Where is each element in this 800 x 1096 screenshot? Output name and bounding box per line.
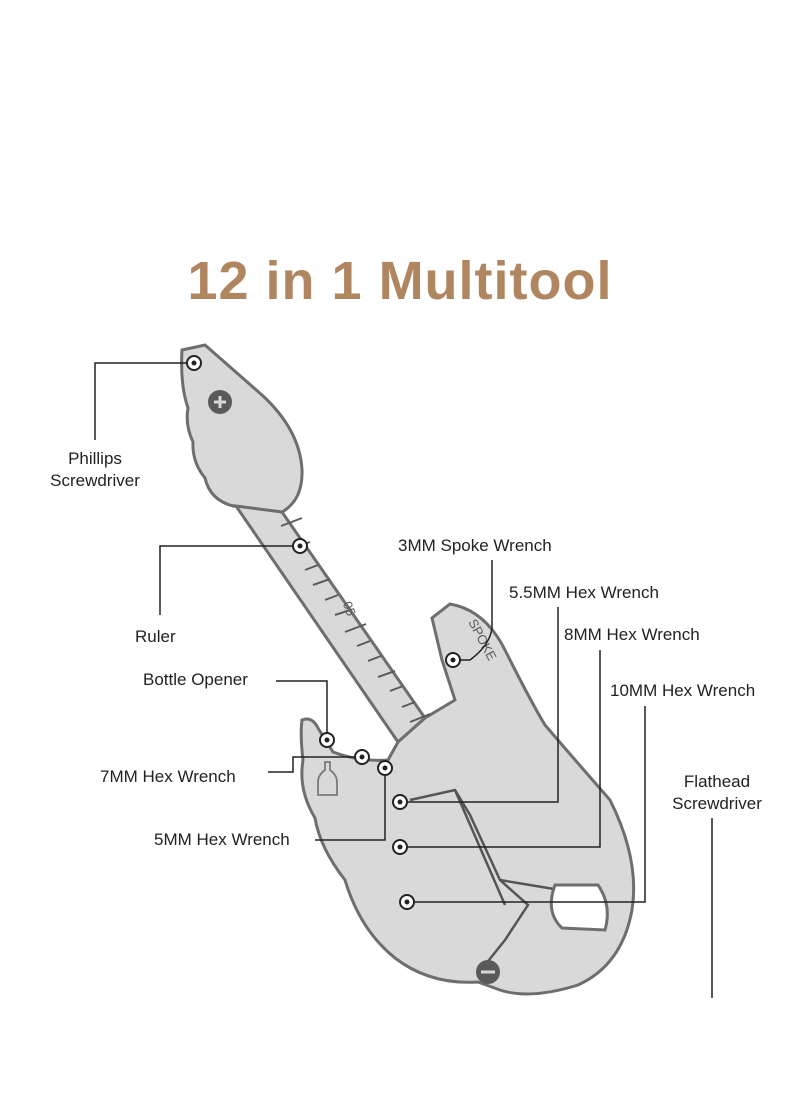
label-flathead-screwdriver: Flathead Screwdriver	[652, 771, 782, 815]
marker-phillips	[186, 355, 202, 371]
marker-5-5mm	[392, 794, 408, 810]
label-phillips-line2: Screwdriver	[50, 471, 140, 490]
leader-phillips	[94, 362, 189, 440]
label-phillips-line1: Phillips	[68, 449, 122, 468]
leader-8mm	[400, 650, 601, 848]
marker-10mm	[399, 894, 415, 910]
leader-lines	[94, 362, 713, 998]
label-5-5mm-hex-wrench: 5.5MM Hex Wrench	[509, 583, 659, 602]
marker-ruler	[292, 538, 308, 554]
phillips-screw-head	[208, 390, 232, 414]
marker-8mm	[392, 839, 408, 855]
leader-3mm-spoke	[453, 560, 493, 661]
marker-5mm	[377, 760, 393, 776]
leader-5mm	[315, 775, 386, 841]
label-phillips-screwdriver: Phillips Screwdriver	[30, 448, 160, 492]
leader-10mm	[407, 706, 646, 903]
label-flathead-line1: Flathead	[683, 772, 751, 791]
marker-bottle-opener	[319, 732, 335, 748]
label-bottle-opener: Bottle Opener	[143, 670, 248, 689]
leader-5-5mm	[400, 607, 559, 803]
callout-markers	[186, 355, 461, 910]
neck	[232, 504, 427, 745]
bottle-icon	[317, 761, 338, 796]
label-ruler: Ruler	[135, 627, 176, 646]
label-10mm-hex-wrench: 10MM Hex Wrench	[610, 681, 756, 700]
flathead-screw-head	[476, 960, 500, 984]
page-title: 12 in 1 Multitool	[187, 251, 613, 311]
body-cutout	[549, 883, 609, 932]
label-7mm-hex-wrench: 7MM Hex Wrench	[100, 767, 236, 786]
marker-3mm-spoke	[445, 652, 461, 668]
guitar-multitool: 05 SPOKE	[180, 343, 636, 996]
label-8mm-hex-wrench: 8MM Hex Wrench	[564, 625, 700, 644]
label-5mm-hex-wrench: 5MM Hex Wrench	[154, 830, 290, 849]
marker-7mm	[354, 749, 370, 765]
leader-ruler	[159, 545, 300, 615]
leader-7mm	[268, 756, 357, 773]
leader-bottle-opener	[276, 680, 328, 735]
headstock	[180, 343, 304, 514]
label-3mm-spoke-wrench: 3MM Spoke Wrench	[398, 536, 552, 555]
ruler-mark: 05	[340, 599, 359, 618]
label-flathead-line2: Screwdriver	[672, 794, 762, 813]
